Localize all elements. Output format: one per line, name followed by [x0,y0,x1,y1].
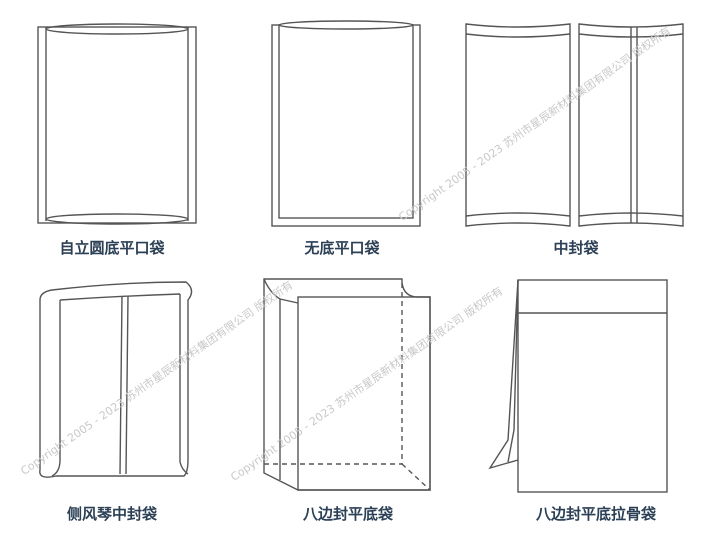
center-seal-bag-drawing [465,23,684,227]
round-bottom-flat-mouth-bag-drawing [37,23,197,225]
bag-label-eight-side-seal-gusset: 八边封平底拉骨袋 [535,505,656,523]
eight-side-seal-flat-bottom-gusset-bag-drawing [488,279,668,493]
bag-label-bottomless: 无底平口袋 [304,239,380,257]
bag-label-center-seal: 中封袋 [553,239,599,257]
bag-label-round-bottom: 自立圆底平口袋 [59,239,165,257]
bag-label-eight-side-seal: 八边封平底袋 [302,505,393,523]
eight-side-seal-flat-bottom-bag-drawing [263,278,431,491]
bag-label-side-gusset: 侧风琴中封袋 [66,505,157,523]
bottomless-flat-mouth-bag-drawing [271,20,421,227]
side-gusset-center-seal-bag-drawing [39,281,193,478]
